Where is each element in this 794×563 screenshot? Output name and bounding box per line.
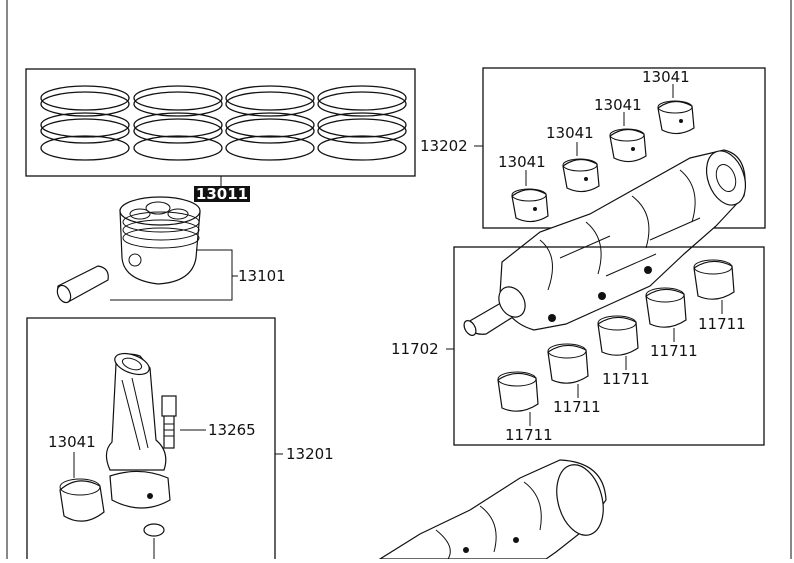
piston-body	[119, 209, 201, 285]
rod-cap	[109, 470, 171, 509]
label-11711-4[interactable]: 11711	[650, 342, 698, 360]
rod-nut	[143, 523, 165, 537]
piston-ring-stack-2	[133, 85, 223, 161]
bearing-shell-upper-4	[657, 100, 695, 135]
label-13101[interactable]: 13101	[238, 267, 286, 285]
label-13201[interactable]: 13201	[286, 445, 334, 463]
label-13041-main-2[interactable]: 13041	[546, 124, 594, 142]
label-11711-1[interactable]: 11711	[505, 426, 553, 444]
label-11711-5[interactable]: 11711	[698, 315, 746, 333]
main-bearing-group: 13202 13041 13041 13041 13041	[420, 67, 766, 229]
bearing-shell-lower-2	[547, 343, 589, 384]
crankshaft-lower	[377, 459, 607, 560]
piston-ring-stack-4	[317, 85, 407, 161]
crankshaft-upper	[463, 149, 747, 336]
connecting-rod-group: 13201 13265 13041	[26, 317, 334, 559]
label-13011[interactable]: 13011	[196, 185, 248, 203]
connecting-rod-box	[26, 317, 276, 559]
label-13041-main-3[interactable]: 13041	[594, 96, 642, 114]
label-11702[interactable]: 11702	[391, 340, 439, 358]
label-11711-2[interactable]: 11711	[553, 398, 601, 416]
label-13041-rod[interactable]: 13041	[48, 433, 96, 451]
crank-bearing-group: 11702 11711 11711 11711 11711 11	[391, 246, 765, 446]
label-11711-3[interactable]: 11711	[602, 370, 650, 388]
bearing-shell-upper-2	[562, 158, 600, 193]
bearing-shell-lower-1	[497, 371, 539, 412]
piston-crown	[119, 196, 201, 226]
label-13265[interactable]: 13265	[208, 421, 256, 439]
piston-ring-group: 13011	[25, 68, 416, 203]
rod-bearing-shell	[59, 480, 105, 522]
crank-bearing-box	[453, 246, 765, 446]
label-13041-main-1[interactable]: 13041	[498, 153, 546, 171]
bearing-shell-lower-5	[693, 259, 735, 300]
bearing-shell-lower-3	[597, 315, 639, 356]
piston-ring-stack-3	[225, 85, 315, 161]
piston-ring-stack-1	[40, 85, 130, 161]
label-13202[interactable]: 13202	[420, 137, 468, 155]
bearing-shell-upper-1	[511, 188, 549, 223]
bearing-shell-upper-3	[609, 128, 647, 163]
rod-small-end	[114, 352, 150, 376]
crankshaft-flange	[705, 150, 747, 206]
piston-group: 13101	[56, 196, 286, 304]
piston-ring-label-highlight	[194, 186, 250, 202]
label-13041-main-4[interactable]: 13041	[642, 68, 690, 86]
bearing-shell-lower-4	[645, 287, 687, 328]
